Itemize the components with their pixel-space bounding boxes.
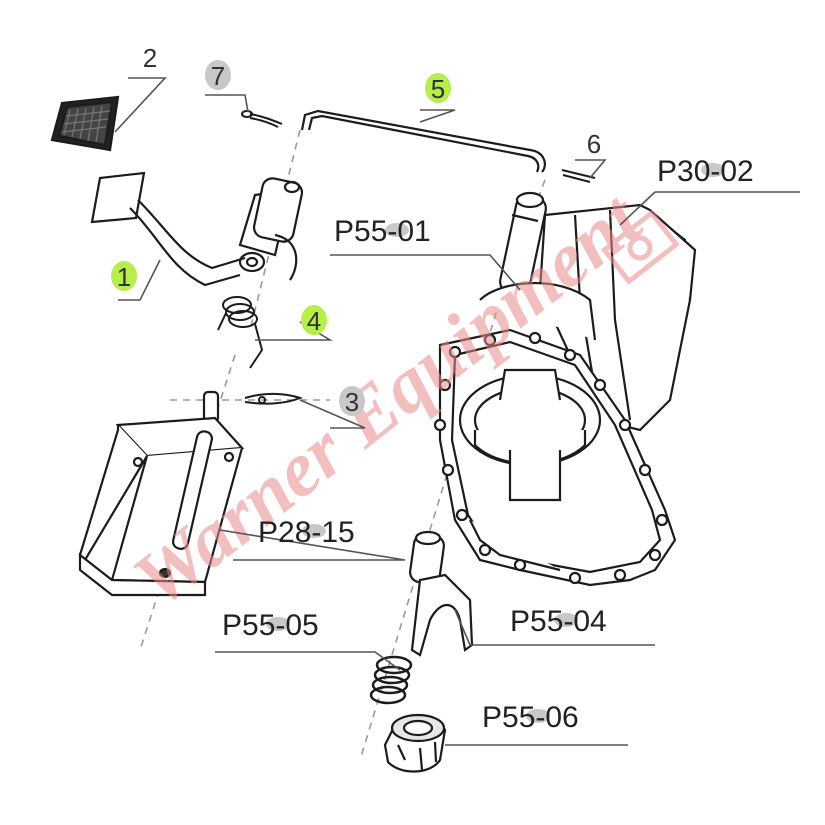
label-p30-02: P30-02 [657,155,754,188]
watermark-logo-icon [600,209,680,285]
callout-5: 5 [431,74,445,104]
cotter-pin-6 [561,169,596,183]
pedal-bracket-part [78,390,245,597]
callout-6: 6 [587,129,601,159]
callout-numbers: 1 2 3 4 5 6 7 [117,43,601,417]
label-p28-15: P28-15 [258,516,355,549]
callout-2: 2 [143,43,157,73]
callout-4: 4 [307,306,321,336]
compression-spring-part [369,655,413,705]
label-p55-05: P55-05 [222,609,319,642]
callout-highlights [111,60,451,416]
clip-part [244,392,303,405]
label-highlights [266,163,725,723]
shift-fork-part [409,530,474,657]
callout-3: 3 [345,387,359,417]
callout-7: 7 [211,61,225,91]
label-p55-01: P55-01 [334,215,431,248]
part-labels: P30-02 P55-01 P28-15 P55-05 P55-04 P55-0… [222,155,754,734]
transmission-housing-part [433,203,697,587]
torsion-spring-part [217,296,264,369]
label-p55-04: P55-04 [510,605,607,638]
pin-part [241,110,283,128]
callout-1: 1 [117,262,131,292]
pedal-pad-part [50,95,120,152]
pedal-arm-part [90,171,304,287]
label-p55-06: P55-06 [482,701,579,734]
rod-part [300,109,546,173]
release-collar-part [383,713,447,773]
